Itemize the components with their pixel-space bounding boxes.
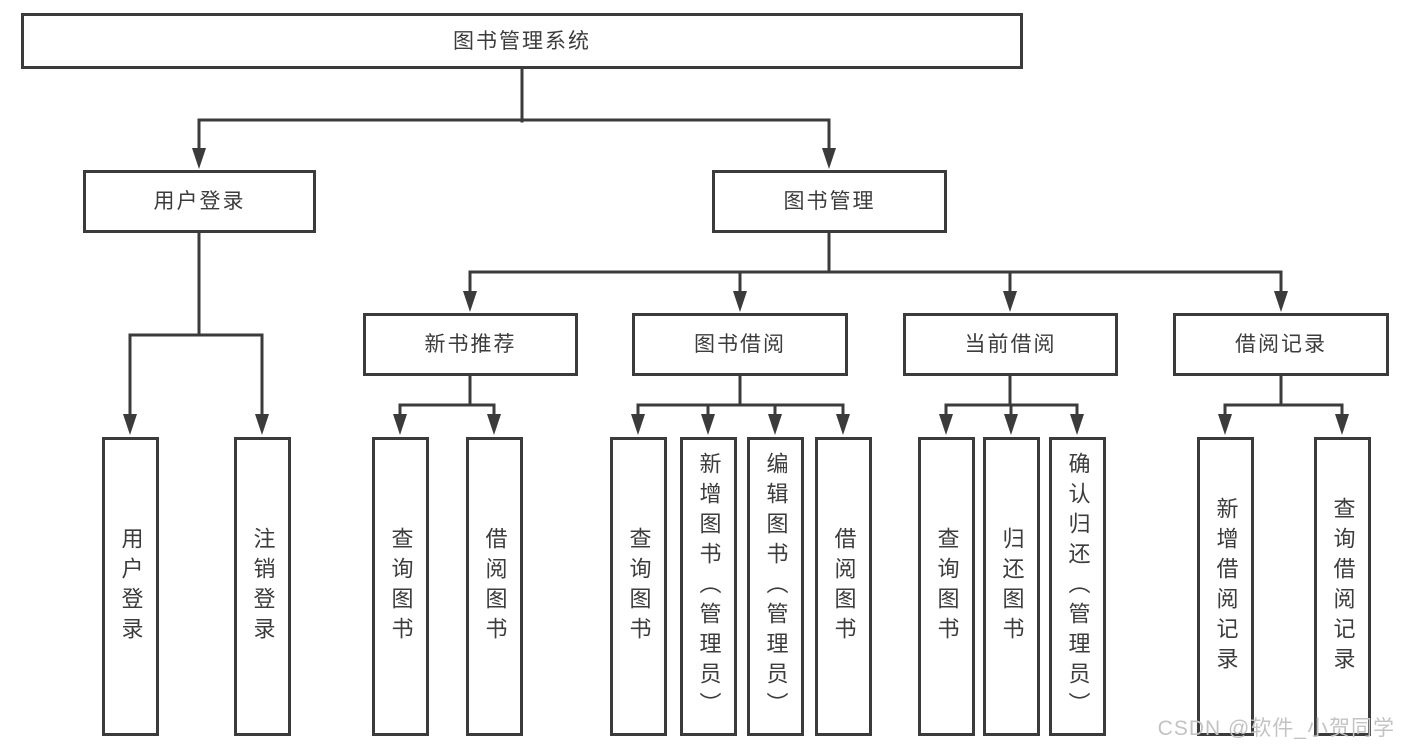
- node-borrowing-records: 借阅记录: [1173, 313, 1389, 376]
- leaf-user-login: 用户登录: [102, 437, 159, 736]
- leaf-query-borrow-record: 查询借阅记录: [1314, 437, 1371, 736]
- watermark: CSDN @软件_小贺同学: [1157, 717, 1395, 740]
- leaf-add-borrow-record: 新增借阅记录: [1197, 437, 1254, 736]
- leaf-query-books-3: 查询图书: [918, 437, 975, 736]
- node-user-login: 用户登录: [83, 170, 316, 233]
- leaf-return-books: 归还图书: [983, 437, 1040, 736]
- node-book-management: 图书管理: [712, 170, 947, 233]
- leaf-logout: 注销登录: [234, 437, 291, 736]
- leaf-borrow-books-1: 借阅图书: [466, 437, 523, 736]
- leaf-add-book-admin: 新增图书（管理员）: [680, 437, 737, 736]
- leaf-confirm-return-admin: 确认归还（管理员）: [1049, 437, 1106, 736]
- node-library-system: 图书管理系统: [21, 13, 1023, 69]
- leaf-edit-book-admin: 编辑图书（管理员）: [747, 437, 804, 736]
- node-new-book-recommend: 新书推荐: [363, 313, 578, 376]
- node-book-borrowing: 图书借阅: [632, 313, 848, 376]
- connector-arrowheads: [123, 148, 1349, 435]
- node-current-borrowing: 当前借阅: [903, 313, 1118, 376]
- connector-segments: [128, 67, 1344, 418]
- leaf-query-books-2: 查询图书: [610, 437, 667, 736]
- leaf-query-books-1: 查询图书: [372, 437, 429, 736]
- leaf-borrow-books-2: 借阅图书: [815, 437, 872, 736]
